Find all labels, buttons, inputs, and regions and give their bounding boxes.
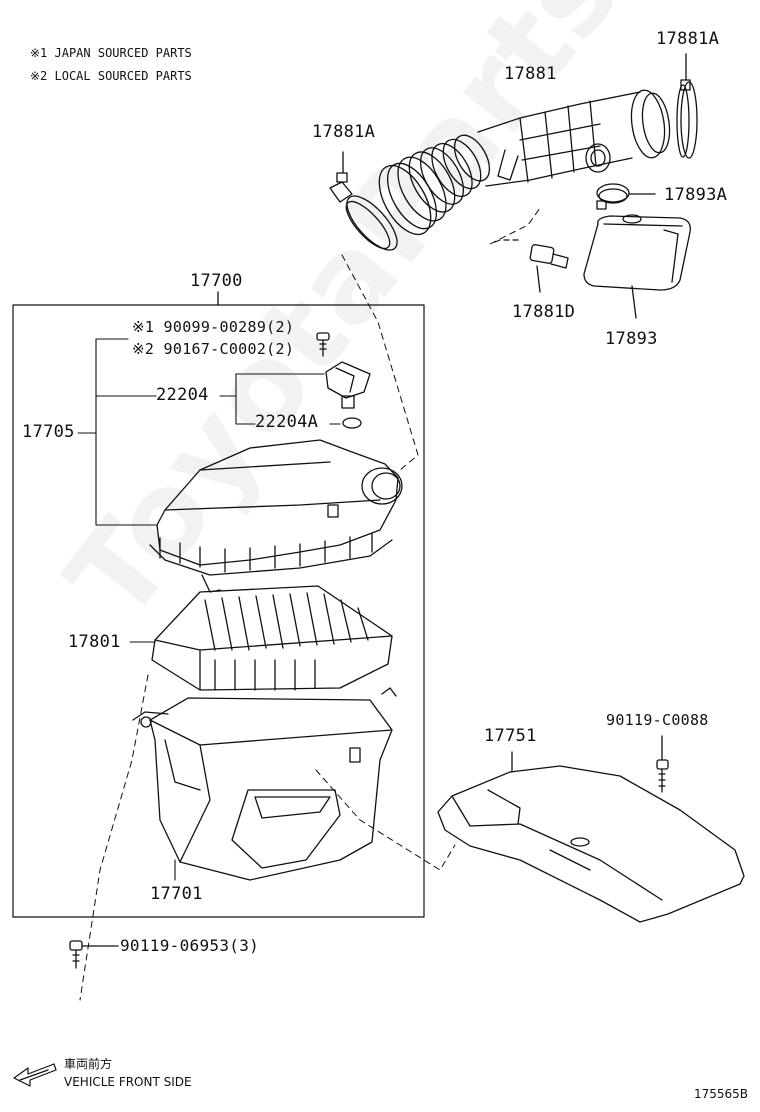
label-90167: ※2 90167-C0002(2)	[132, 340, 295, 358]
assembly-frame	[12, 304, 425, 918]
label-17751: 17751	[484, 726, 537, 746]
intake-hose	[378, 89, 671, 236]
label-17700: 17700	[190, 271, 243, 291]
hose-clamp-right	[676, 53, 698, 159]
note-local-sourced: ※2 LOCAL SOURCED PARTS	[30, 69, 192, 83]
note-japan-sourced: ※1 JAPAN SOURCED PARTS	[30, 46, 192, 60]
bolt-90119-06953	[69, 940, 119, 969]
direction-label-en: VEHICLE FRONT SIDE	[64, 1075, 192, 1089]
label-17881: 17881	[504, 64, 557, 84]
label-17881D: 17881D	[512, 302, 576, 322]
bolt-90099	[316, 332, 330, 357]
label-17881A-top: 17881A	[656, 29, 720, 49]
label-17801: 17801	[68, 632, 121, 652]
resonator	[583, 214, 691, 319]
vehicle-front-arrow	[13, 1063, 57, 1087]
engine-cover	[437, 751, 745, 923]
hose-clamp-left	[329, 151, 398, 251]
label-17701: 17701	[150, 884, 203, 904]
label-17881A-left: 17881A	[312, 122, 376, 142]
vacuum-sensor	[499, 239, 569, 293]
label-90119-c0088: 90119-C0088	[606, 711, 709, 729]
label-17705: 17705	[22, 422, 75, 442]
airflow-sensor	[325, 361, 371, 429]
small-clamp	[596, 183, 656, 210]
air-filter-element	[151, 585, 393, 691]
bolt-90119-c0088	[656, 735, 669, 793]
direction-label-jp: 車両前方	[64, 1057, 113, 1071]
label-17893: 17893	[605, 329, 658, 349]
air-cleaner-case	[132, 687, 397, 881]
label-22204A: 22204A	[255, 412, 319, 432]
label-90099: ※1 90099-00289(2)	[132, 318, 295, 336]
air-cleaner-cap	[149, 439, 403, 593]
label-90119-06953: 90119-06953(3)	[120, 936, 260, 955]
label-22204: 22204	[156, 385, 209, 405]
label-17893A: 17893A	[664, 185, 728, 205]
figure-id: 175565B	[694, 1087, 749, 1101]
